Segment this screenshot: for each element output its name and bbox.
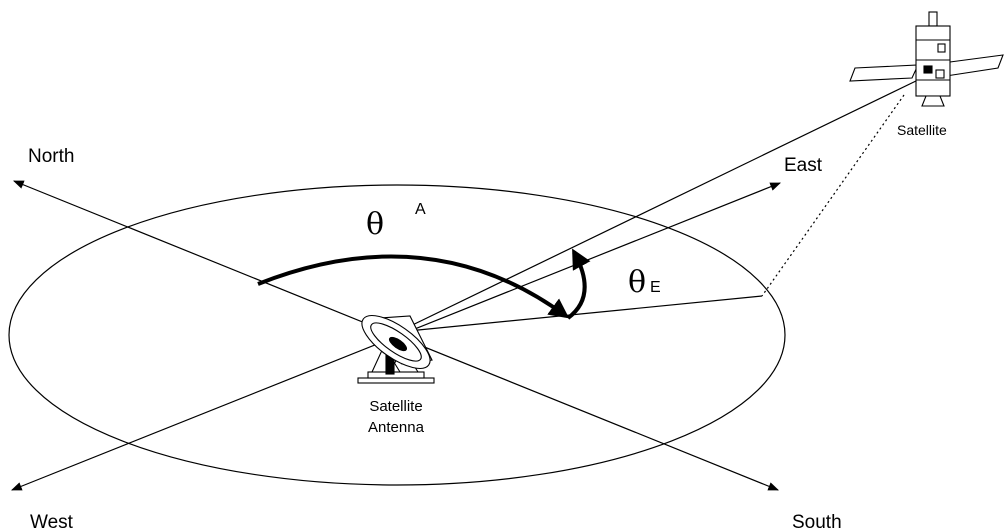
elevation-theta-symbol: θ <box>628 265 646 300</box>
antenna-label-line2: Antenna <box>368 419 425 436</box>
west-label: West <box>30 512 74 531</box>
satellite-icon <box>849 11 1004 107</box>
south-label: South <box>792 512 842 531</box>
azimuth-theta-symbol: θ <box>366 207 384 242</box>
satellite-dish-icon <box>357 315 435 384</box>
azimuth-angle-arc <box>257 254 570 319</box>
elevation-angle-arc <box>566 248 591 320</box>
line-of-sight-to-satellite <box>397 79 919 333</box>
north-label: North <box>28 146 74 167</box>
satellite-projection-line <box>397 295 763 333</box>
east-label: East <box>784 155 823 176</box>
elevation-subscript: E <box>650 279 661 296</box>
azimuth-subscript: A <box>415 201 426 218</box>
antenna-label-line1: Satellite <box>369 398 422 415</box>
satellite-vertical-drop <box>761 94 905 297</box>
satellite-label: Satellite <box>897 122 947 138</box>
